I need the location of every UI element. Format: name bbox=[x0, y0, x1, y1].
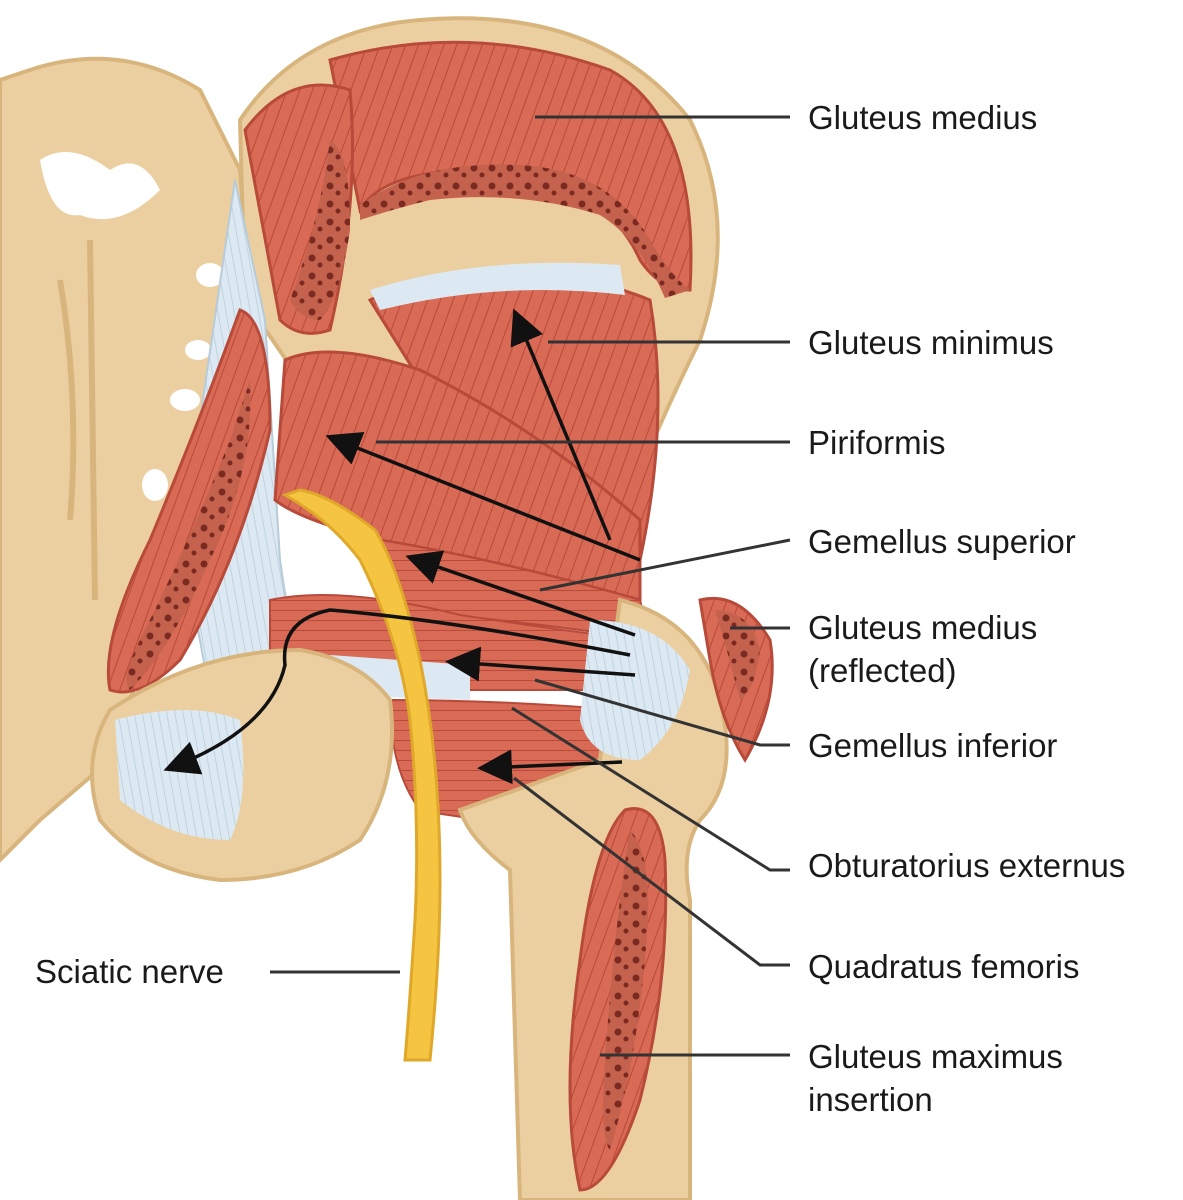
gluteus-maximus-insertion-muscle bbox=[568, 807, 668, 1192]
label-gluteus-maximus-insertion-line2: insertion bbox=[808, 1081, 933, 1118]
sciatic-nerve bbox=[281, 488, 442, 1062]
label-sciatic-nerve: Sciatic nerve bbox=[35, 953, 224, 990]
gluteus-medius-reflected-muscle bbox=[698, 596, 774, 763]
label-gluteus-medius-reflected-line2: (reflected) bbox=[808, 652, 957, 689]
label-gemellus-inferior: Gemellus inferior bbox=[808, 727, 1058, 764]
gluteus-medius-muscle bbox=[243, 40, 693, 335]
label-piriformis: Piriformis bbox=[808, 424, 946, 461]
label-gluteus-minimus: Gluteus minimus bbox=[808, 324, 1054, 361]
ischial-cut-muscle bbox=[106, 308, 272, 694]
label-gemellus-superior: Gemellus superior bbox=[808, 523, 1076, 560]
label-quadratus-femoris: Quadratus femoris bbox=[808, 948, 1080, 985]
label-gluteus-maximus-insertion-line1: Gluteus maximus bbox=[808, 1038, 1063, 1075]
label-gluteus-medius: Gluteus medius bbox=[808, 99, 1038, 136]
action-arrows bbox=[163, 308, 641, 785]
ischial-tendon bbox=[115, 710, 244, 840]
label-gluteus-medius-reflected-line1: Gluteus medius bbox=[808, 609, 1038, 646]
label-obturatorius-externus: Obturatorius externus bbox=[808, 847, 1126, 884]
leader-lines bbox=[270, 115, 791, 1057]
